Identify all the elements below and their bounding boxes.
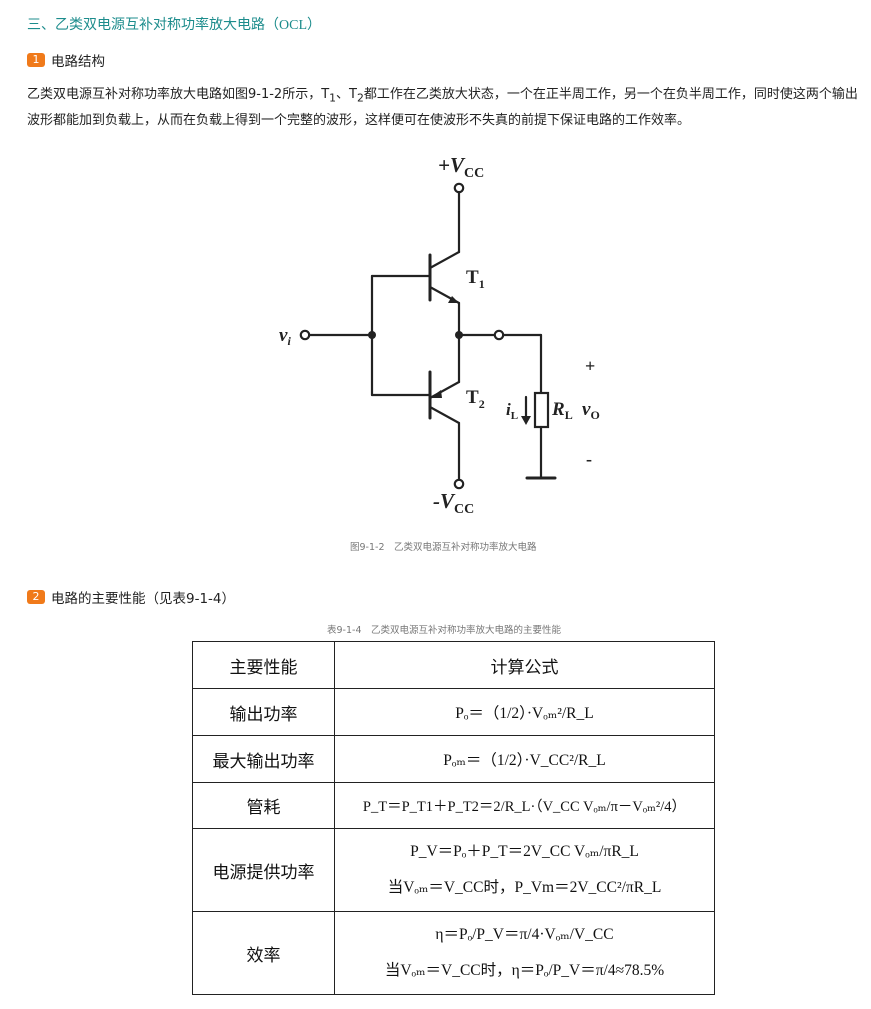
page-title-main: 三、乙类双电源互补对称功率放大电路	[27, 17, 265, 33]
table-row: 电源提供功率 P_V＝Pₒ＋P_T＝2V_CC Vₒₘ/πR_L 当Vₒₘ＝V_…	[192, 828, 715, 912]
circuit-diagram: +VCC T1 T2 vi iL RL vO + - -VCC	[279, 153, 600, 517]
row-formula: P_T＝P_T1＋P_T2＝2/R_L·（V_CC Vₒₘ/π－Vₒₘ²/4）	[334, 782, 715, 829]
current-arrowhead	[521, 416, 531, 425]
vcc-neg-label: -VCC	[433, 489, 474, 517]
vcc-pos-label: +VCC	[438, 153, 484, 181]
t1-collector	[428, 250, 461, 270]
load-resistor	[533, 391, 550, 429]
emitter-junction-dot	[455, 331, 463, 339]
intro-paragraph: 乙类双电源互补对称功率放大电路如图9-1-2所示，T1、T2都工作在乙类放大状态…	[27, 84, 867, 132]
row-formula: Pₒₘ＝（1/2）·V_CC²/R_L	[334, 735, 715, 783]
page-title: 三、乙类双电源互补对称功率放大电路（OCL）	[27, 14, 321, 34]
formula-line-1: P_V＝Pₒ＋P_T＝2V_CC Vₒₘ/πR_L	[410, 843, 639, 860]
header-cell-formula: 计算公式	[334, 641, 715, 689]
paragraph-sub-1: 1	[329, 91, 337, 105]
plus-sign: +	[585, 356, 595, 376]
section-title: 电路结构	[51, 54, 105, 70]
vi-label: vi	[279, 325, 291, 348]
t2-emitter-arrow	[430, 390, 442, 398]
il-label: iL	[506, 400, 518, 422]
section-title: 电路的主要性能（见表9-1-4）	[51, 591, 236, 607]
performance-table: 主要性能 计算公式 输出功率 Pₒ＝（1/2）·Vₒₘ²/R_L 最大输出功率 …	[192, 641, 715, 995]
row-label: 输出功率	[192, 688, 335, 736]
formula-line-1: η＝Pₒ/P_V＝π/4·Vₒₘ/V_CC	[435, 926, 614, 943]
paragraph-text-3: 都工作在乙类放大状态，一个在正半周工作，另一个在负半周工作，同时使这两个输出波形…	[27, 87, 858, 128]
section-number-badge: 2	[27, 590, 45, 604]
formula-line-2: 当Vₒₘ＝V_CC时，η＝Pₒ/P_V＝π/4≈78.5%	[384, 962, 665, 979]
row-label: 电源提供功率	[192, 828, 335, 912]
formula-line-2: 当Vₒₘ＝V_CC时，P_Vm＝2V_CC²/πR_L	[387, 879, 662, 896]
table-row: 最大输出功率 Pₒₘ＝（1/2）·V_CC²/R_L	[192, 735, 715, 783]
table-caption: 表9-1-4 乙类双电源互补对称功率放大电路的主要性能	[327, 625, 561, 636]
t2-collector	[428, 405, 461, 425]
vo-label: vO	[582, 399, 600, 422]
table-header-row: 主要性能 计算公式	[192, 641, 715, 689]
paragraph-text-2: 、T	[336, 87, 357, 102]
rl-label: RL	[551, 399, 573, 422]
minus-sign: -	[586, 449, 592, 469]
section-heading-performance: 2 电路的主要性能（见表9-1-4）	[27, 587, 235, 607]
table-row: 输出功率 Pₒ＝（1/2）·Vₒₘ²/R_L	[192, 688, 715, 736]
table-row: 效率 η＝Pₒ/P_V＝π/4·Vₒₘ/V_CC 当Vₒₘ＝V_CC时，η＝Pₒ…	[192, 911, 715, 995]
row-formula-cell: P_V＝Pₒ＋P_T＝2V_CC Vₒₘ/πR_L 当Vₒₘ＝V_CC时，P_V…	[334, 828, 715, 912]
section-heading-circuit: 1 电路结构	[27, 50, 105, 70]
row-formula-cell: η＝Pₒ/P_V＝π/4·Vₒₘ/V_CC 当Vₒₘ＝V_CC时，η＝Pₒ/P_…	[334, 911, 715, 995]
t1-label: T1	[466, 267, 485, 291]
base-junction-dot	[368, 331, 376, 339]
section-number-badge: 1	[27, 53, 45, 67]
header-cell-property: 主要性能	[192, 641, 335, 689]
row-label: 管耗	[192, 782, 335, 829]
paragraph-sub-2: 2	[356, 91, 364, 105]
row-label: 最大输出功率	[192, 735, 335, 783]
row-label: 效率	[192, 911, 335, 995]
figure-caption: 图9-1-2 乙类双电源互补对称功率放大电路	[350, 542, 537, 553]
row-formula: Pₒ＝（1/2）·Vₒₘ²/R_L	[334, 688, 715, 736]
vcc-neg-terminal	[453, 478, 465, 490]
paragraph-text-1: 乙类双电源互补对称功率放大电路如图9-1-2所示，T	[27, 87, 330, 102]
table-row: 管耗 P_T＝P_T1＋P_T2＝2/R_L·（V_CC Vₒₘ/π－Vₒₘ²/…	[192, 782, 715, 829]
t1-emitter-arrow	[448, 296, 459, 303]
page-title-paren: （OCL）	[265, 18, 321, 33]
t2-label: T2	[466, 387, 485, 411]
